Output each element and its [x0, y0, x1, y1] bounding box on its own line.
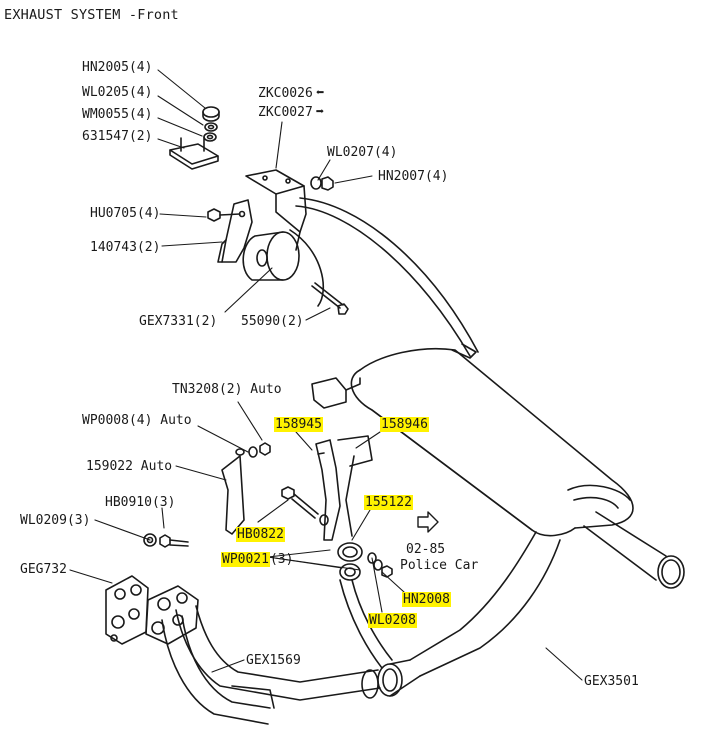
label-zkc0027: ZKC0027➡ [258, 104, 325, 121]
label-158946: 158946 [380, 417, 429, 432]
outline-right-arrow-icon [417, 511, 439, 533]
front-pipe [161, 605, 421, 725]
label-158945: 158945 [274, 417, 323, 432]
label-631547: 631547(2) [82, 129, 153, 144]
label-zkc0026: ZKC0026⬅ [258, 85, 325, 102]
front-mount-assembly [169, 106, 479, 357]
zkc0027-text: ZKC0027 [258, 105, 313, 120]
wp0021-qty: (3) [269, 552, 294, 567]
label-hb0910: HB0910(3) [105, 495, 176, 510]
label-hb0822: HB0822 [236, 527, 285, 542]
label-hn2008: HN2008 [402, 592, 451, 607]
label-gex1569: GEX1569 [246, 653, 301, 668]
leader-lines [69, 69, 583, 681]
label-155122: 155122 [364, 495, 413, 510]
wp0021-text: WP0021 [221, 552, 270, 567]
label-hn2007: HN2007(4) [378, 169, 449, 184]
label-wp0008: WP0008(4) Auto [82, 413, 192, 428]
label-wm0055: WM0055(4) [82, 107, 153, 122]
label-wl0205: WL0205(4) [82, 85, 153, 100]
label-gex3501: GEX3501 [584, 674, 639, 689]
right-arrow-icon: ➡ [315, 104, 325, 120]
left-arrow-icon: ⬅ [315, 85, 325, 101]
label-hu0705: HU0705(4) [90, 206, 161, 221]
label-wl0209: WL0209(3) [20, 513, 91, 528]
label-wl0208: WL0208 [368, 613, 417, 628]
label-geg732: GEG732 [20, 562, 67, 577]
label-police-year: 02-85 [406, 542, 446, 557]
label-gex7331: GEX7331(2) [139, 314, 218, 329]
label-wp0021: WP0021(3) [221, 552, 293, 567]
gasket-geg732 [105, 575, 149, 645]
label-tn3208: TN3208(2) Auto [172, 382, 282, 397]
label-159022: 159022 Auto [86, 459, 173, 474]
label-140743: 140743(2) [90, 240, 161, 255]
diagram-title: EXHAUST SYSTEM -Front [4, 7, 179, 23]
middle-hanger-assembly [143, 435, 393, 581]
label-wl0207: WL0207(4) [327, 145, 398, 160]
zkc0026-text: ZKC0026 [258, 86, 313, 101]
label-hn2005: HN2005(4) [82, 60, 153, 75]
label-police-car: Police Car [400, 558, 479, 573]
manifold-flange [145, 585, 199, 645]
label-55090: 55090(2) [241, 314, 304, 329]
